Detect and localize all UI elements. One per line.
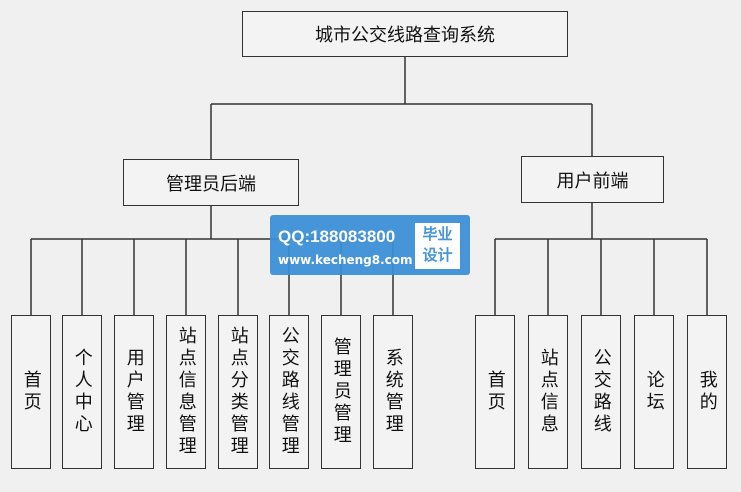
watermark-badge: 毕业 设计 (415, 223, 460, 269)
node-admin-child-8-label: 系统管理 (382, 348, 404, 436)
node-admin-label: 管理员后端 (166, 173, 256, 195)
node-admin: 管理员后端 (123, 159, 299, 206)
node-user-child-4: 论坛 (634, 315, 674, 469)
node-admin-child-4: 站点信息管理 (166, 315, 206, 469)
watermark-badge-line2: 设计 (422, 246, 453, 264)
node-user-child-2-label: 站点信息 (537, 348, 559, 436)
node-admin-child-2-label: 个人中心 (71, 348, 93, 436)
node-admin-child-8: 系统管理 (373, 315, 413, 469)
node-user: 用户前端 (521, 156, 664, 203)
node-admin-child-7: 管理员管理 (321, 315, 361, 469)
node-admin-child-5: 站点分类管理 (218, 315, 258, 469)
watermark-badge-line1: 毕业 (422, 225, 453, 243)
node-user-child-2: 站点信息 (528, 315, 568, 469)
watermark-url: www.kecheng8.com (278, 253, 413, 267)
node-user-child-5: 我的 (687, 315, 727, 469)
node-user-child-3: 公交路线 (581, 315, 621, 469)
node-admin-child-3-label: 用户管理 (123, 348, 145, 436)
node-root: 城市公交线路查询系统 (242, 11, 568, 57)
node-admin-child-5-label: 站点分类管理 (227, 326, 249, 458)
node-admin-child-6-label: 公交路线管理 (278, 326, 300, 458)
node-root-label: 城市公交线路查询系统 (315, 25, 495, 46)
watermark-qq: QQ:188083800 (278, 227, 396, 246)
node-user-child-3-label: 公交路线 (590, 348, 612, 436)
node-admin-child-2: 个人中心 (62, 315, 102, 469)
watermark-banner: QQ:188083800 www.kecheng8.com 毕业 设计 (270, 215, 470, 275)
node-user-child-1: 首页 (475, 315, 515, 469)
node-admin-child-1-label: 首页 (20, 370, 42, 414)
node-user-label: 用户前端 (556, 170, 629, 192)
node-user-child-1-label: 首页 (484, 370, 506, 414)
node-admin-child-6: 公交路线管理 (269, 315, 309, 469)
node-admin-child-7-label: 管理员管理 (330, 337, 352, 447)
node-admin-child-4-label: 站点信息管理 (175, 326, 197, 458)
node-admin-child-1: 首页 (11, 315, 51, 469)
node-user-child-4-label: 论坛 (643, 370, 665, 414)
node-admin-child-3: 用户管理 (114, 315, 154, 469)
node-user-child-5-label: 我的 (696, 370, 718, 414)
